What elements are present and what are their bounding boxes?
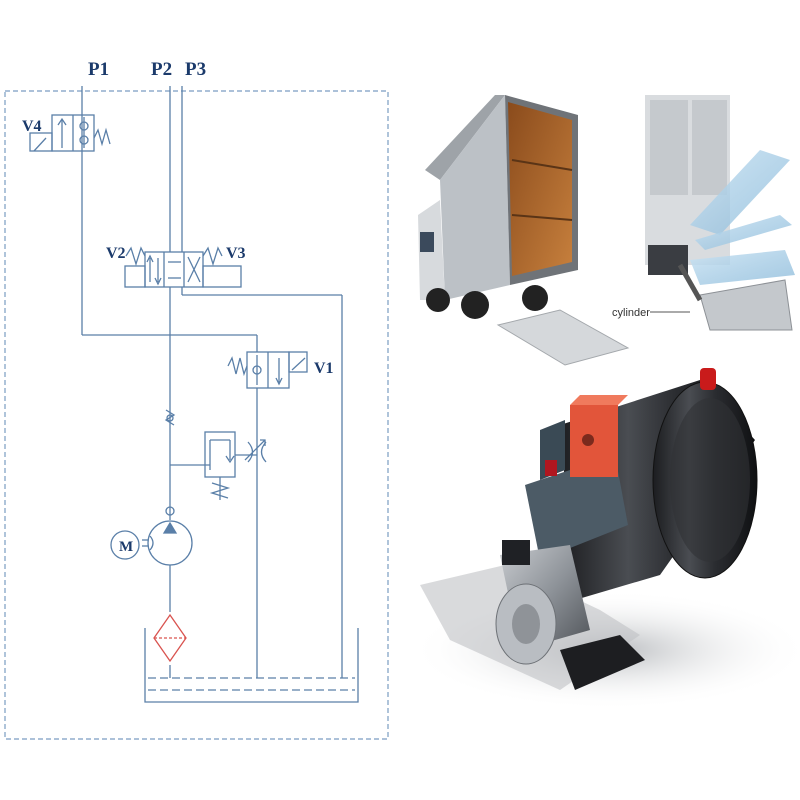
valve-v1 — [227, 351, 308, 389]
valve-label-v3: V3 — [226, 245, 246, 262]
pump — [142, 506, 193, 566]
relief-valve — [170, 431, 267, 500]
valve-label-v4: V4 — [22, 118, 42, 135]
tailgate-photo — [645, 95, 795, 331]
port-label-p2: P2 — [151, 59, 172, 80]
schematic-frame — [4, 90, 389, 740]
valve-v4 — [29, 114, 111, 152]
cylinder-callout: cylinder — [612, 307, 650, 319]
filter — [153, 613, 187, 663]
valve-label-v2: V2 — [106, 245, 126, 262]
motor — [110, 530, 140, 560]
port-label-p3: P3 — [185, 59, 206, 80]
motor-label: M — [119, 539, 133, 555]
reservoir-tank — [144, 628, 359, 703]
port-label-p1: P1 — [88, 59, 109, 80]
hydraulic-schematic — [4, 86, 389, 740]
power-unit-photo — [410, 368, 800, 710]
check-valve — [164, 409, 176, 426]
valve-v2-v3 — [124, 246, 242, 288]
truck-photo — [418, 95, 630, 366]
valve-label-v1: V1 — [314, 360, 334, 377]
